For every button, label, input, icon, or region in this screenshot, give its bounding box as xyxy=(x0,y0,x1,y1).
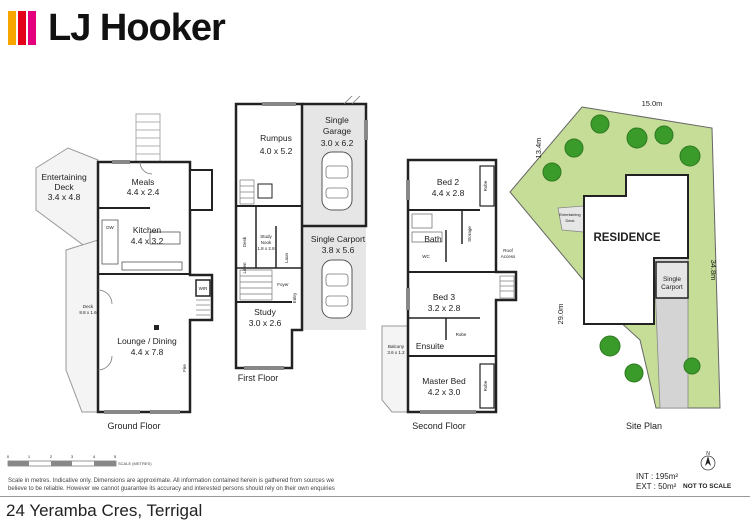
ensuite-label: Ensuite xyxy=(416,341,445,351)
carport-label: Single Carport xyxy=(311,234,366,244)
ground-floor-plan: Meals 4.4 x 2.4 Kitchen 4.4 x 3.2 Lounge… xyxy=(35,113,214,431)
desk-label: Desk xyxy=(242,236,247,247)
disclaimer-text: Scale in metres. Indicative only. Dimens… xyxy=(8,478,335,492)
site-deck-label: Entertaining xyxy=(559,212,580,217)
area-summary: INT : 195m² EXT : 50m² xyxy=(636,472,678,492)
master-bed-dims: 4.2 x 3.0 xyxy=(428,387,461,397)
external-area: EXT : 50m² xyxy=(636,482,677,491)
nook-label-2: Nook xyxy=(261,240,272,245)
dw-label: DW xyxy=(106,225,114,230)
dim-top: 15.0m xyxy=(642,99,663,108)
carport-dims: 3.8 x 5.6 xyxy=(322,245,355,255)
balcony-dims: 3.6 x 1.2 xyxy=(387,350,405,355)
robe-label-master: Robe xyxy=(483,380,488,391)
compass-n-label: N xyxy=(706,451,710,457)
brand-bar-magenta xyxy=(28,11,36,45)
rumpus-label: Rumpus xyxy=(260,133,292,143)
bed3-label: Bed 3 xyxy=(433,292,455,302)
entertaining-label: Entertaining xyxy=(41,172,87,182)
nook-dims: 1.8 x 2.8 xyxy=(257,246,275,251)
lower-deck-area xyxy=(65,239,99,413)
brand-bar-orange xyxy=(8,11,16,45)
ground-floor-title: Ground Floor xyxy=(107,421,160,431)
scale-tick-0: 0 xyxy=(7,454,10,459)
dim-left-top: 13.4m xyxy=(534,138,543,159)
deck-dims: 8.8 x 1.6 xyxy=(79,310,97,315)
laun-label: Laun xyxy=(284,252,289,263)
bed3-dims: 3.2 x 2.8 xyxy=(428,303,461,313)
brand-color-bars xyxy=(8,11,38,45)
lj-hooker-logo: LJ Hooker xyxy=(8,6,226,49)
car-icon-garage xyxy=(321,151,353,211)
study-dims: 3.0 x 2.6 xyxy=(249,318,282,328)
lounge-dims: 4.4 x 7.8 xyxy=(131,347,164,357)
scale-bar: 0 1 2 3 4 5 xyxy=(7,454,117,467)
wc-label: WC xyxy=(422,254,430,259)
residence-label: RESIDENCE xyxy=(593,232,660,244)
scale-label: SCALE (METRES) xyxy=(118,461,152,466)
tree-icons xyxy=(542,114,701,383)
roof-access-label-2: Access xyxy=(501,254,516,259)
garage-dims: 3.0 x 6.2 xyxy=(321,138,354,148)
garage-label: Single xyxy=(325,115,349,125)
brand-name: LJ Hooker xyxy=(48,6,226,49)
garage-label-2: Garage xyxy=(323,126,352,136)
site-deck-label-2: Deck xyxy=(565,218,574,223)
scale-tick-3: 3 xyxy=(71,454,74,459)
bed2-dims: 4.4 x 2.8 xyxy=(432,188,465,198)
site-carport-label: Single xyxy=(663,276,681,283)
entry-label: Entry xyxy=(292,292,297,303)
footer-divider xyxy=(0,496,750,497)
north-compass-icon: N xyxy=(700,451,716,471)
internal-area: INT : 195m² xyxy=(636,472,679,481)
foyer-label: Foyer xyxy=(277,282,289,287)
bed2-label: Bed 2 xyxy=(437,177,459,187)
scale-tick-4: 4 xyxy=(93,454,96,459)
deck-label: Deck xyxy=(83,304,94,309)
master-bed-label: Master Bed xyxy=(422,376,466,386)
linen-label: Linen xyxy=(242,262,247,274)
site-plan: RESIDENCE Single Carport Entertaining De… xyxy=(509,99,721,431)
entertaining-label-2: Deck xyxy=(54,182,74,192)
first-floor-plan: Rumpus 4.0 x 5.2 Single Garage 3.0 x 6.2… xyxy=(234,95,368,383)
roof-access-label: Roof xyxy=(503,248,513,253)
lounge-label: Lounge / Dining xyxy=(117,336,177,346)
scale-tick-1: 1 xyxy=(28,454,31,459)
brand-bar-red xyxy=(18,11,26,45)
wir-label: WIR xyxy=(199,286,208,291)
fire-label: Fire xyxy=(182,364,187,372)
storage-label: Storage xyxy=(467,226,472,242)
meals-label: Meals xyxy=(132,177,155,187)
scale-tick-5: 5 xyxy=(114,454,117,459)
balcony-label: Balcony xyxy=(388,344,405,349)
property-address: 24 Yeramba Cres, Terrigal xyxy=(6,501,203,520)
robe-label-bed3: Robe xyxy=(456,332,467,337)
dim-left-bottom: 29.0m xyxy=(556,304,565,325)
nook-label: Study xyxy=(260,234,272,239)
kitchen-label: Kitchen xyxy=(133,225,162,235)
second-floor-title: Second Floor xyxy=(412,421,466,431)
entertaining-dims: 3.4 x 4.8 xyxy=(48,192,81,202)
rumpus-dims: 4.0 x 5.2 xyxy=(260,146,293,156)
residence-footprint xyxy=(583,174,689,325)
kitchen-dims: 4.4 x 3.2 xyxy=(131,236,164,246)
balcony-area xyxy=(381,325,409,413)
robe-label-bed2: Robe xyxy=(483,180,488,191)
meals-dims: 4.4 x 2.4 xyxy=(127,187,160,197)
site-carport-label-2: Carport xyxy=(661,284,683,291)
not-to-scale-label: NOT TO SCALE xyxy=(683,483,732,490)
bath-label: Bath xyxy=(424,234,442,244)
first-floor-title: First Floor xyxy=(238,373,279,383)
first-stairs xyxy=(239,269,273,301)
ground-stairs xyxy=(135,113,161,163)
second-floor-plan: Bed 2 4.4 x 2.8 Bath WC Bed 3 3.2 x 2.8 … xyxy=(381,158,518,431)
scale-tick-2: 2 xyxy=(50,454,53,459)
car-icon-carport xyxy=(321,259,353,319)
dim-right: 34.8m xyxy=(709,260,718,281)
study-label: Study xyxy=(254,307,276,317)
site-plan-title: Site Plan xyxy=(626,421,662,431)
